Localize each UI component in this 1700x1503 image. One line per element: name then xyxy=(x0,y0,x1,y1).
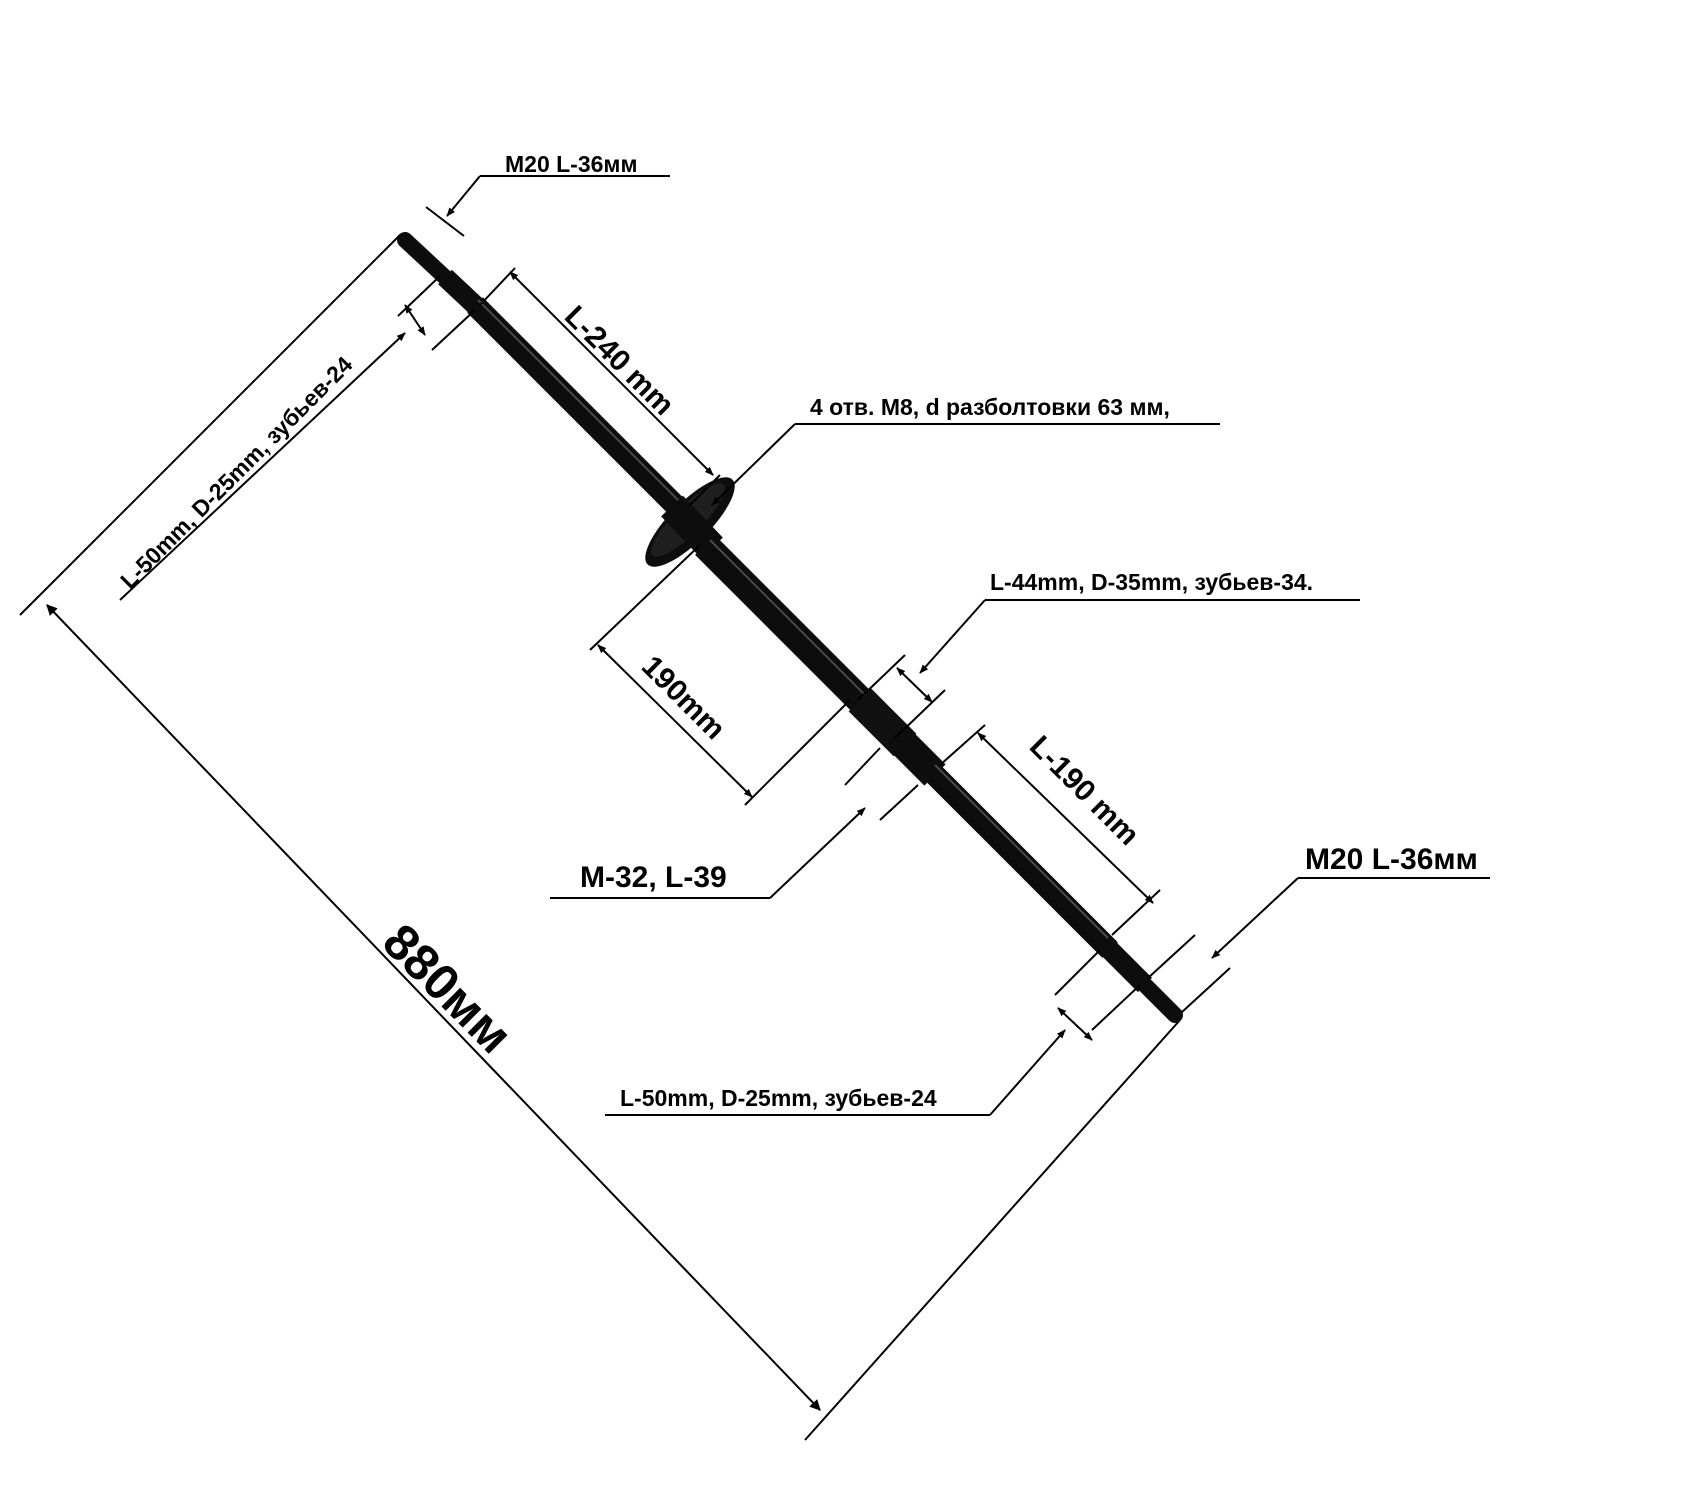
shaft-top-spline xyxy=(438,269,485,316)
shaft-m32-thread xyxy=(884,724,946,786)
label-lower-length: L-190 mm xyxy=(1023,730,1145,852)
dim-m32-thread: М-32, L-39 xyxy=(550,747,919,899)
label-top-spline: L-50mm, D-25mm, зубьев-24 xyxy=(115,351,357,593)
dim-top-thread: М20 L-36мм xyxy=(425,151,670,237)
dim-mid-spline: L-44mm, D-35mm, зубьев-34. xyxy=(857,569,1360,739)
label-bottom-thread: М20 L-36мм xyxy=(1305,843,1478,876)
dim-bottom-spline: L-50mm, D-25mm, зубьев-24 xyxy=(605,949,1141,1116)
label-bottom-spline: L-50mm, D-25mm, зубьев-24 xyxy=(620,1085,937,1111)
dim-bottom-thread: М20 L-36мм xyxy=(1147,843,1490,1013)
dim-top-spline: L-50mm, D-25mm, зубьев-24 xyxy=(115,275,476,601)
shaft-bottom-thread xyxy=(1132,972,1183,1023)
label-mid-spline: L-44mm, D-35mm, зубьев-34. xyxy=(990,569,1313,595)
label-mid-length: 190mm xyxy=(635,650,731,746)
dim-upper-length: L-240 mm xyxy=(479,267,721,506)
label-m32-thread: М-32, L-39 xyxy=(580,861,727,894)
dim-mid-length: 190mm xyxy=(589,544,851,806)
label-flange-holes: 4 отв. М8, d разболтовки 63 мм, xyxy=(810,394,1170,420)
shaft-top-thread xyxy=(397,232,456,288)
label-top-thread: М20 L-36мм xyxy=(505,151,637,177)
dim-flange: 4 отв. М8, d разболтовки 63 мм, xyxy=(711,394,1220,506)
label-total-length: 880мм xyxy=(372,913,523,1064)
shaft xyxy=(397,232,1183,1023)
